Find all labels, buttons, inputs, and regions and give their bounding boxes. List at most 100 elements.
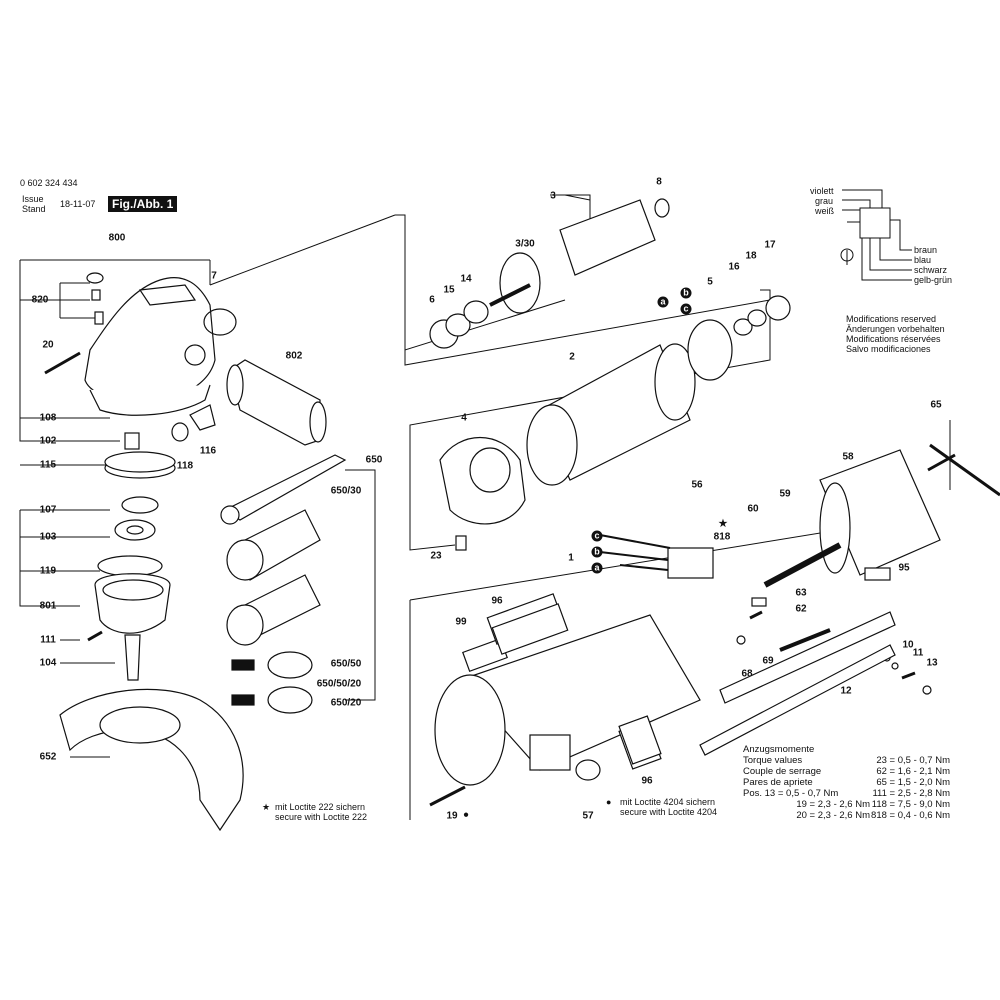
left-bracket-lines: [19, 214, 396, 758]
loctite-222-star-icon: ★: [262, 802, 271, 812]
stand-label: Stand: [22, 204, 46, 214]
part-label: 19: [446, 810, 458, 822]
wire-code-b: b: [680, 287, 692, 299]
date-label: 18-11-07: [60, 199, 96, 209]
part-label: 650/50/20: [316, 678, 362, 690]
part-label: 5: [707, 276, 713, 288]
screw-20: [44, 351, 81, 375]
wire-color-violett: violett: [810, 186, 834, 196]
wire-color-braun: braun: [914, 245, 938, 255]
part-label: 11: [912, 647, 924, 659]
spring-and-plates: [699, 611, 896, 756]
loctite-star-icon: ★: [718, 518, 728, 530]
torque-heading-1: Anzugsmomente: [743, 744, 815, 755]
part-label: 800: [108, 232, 126, 244]
part-label: 3/30: [515, 238, 535, 250]
wire-color-gelb-gruen: gelb-grün: [914, 275, 953, 285]
gear-housing: [84, 277, 216, 416]
modifications-line-3: Modifications réservées: [846, 334, 941, 344]
torque-heading-3: Couple de serrage: [743, 766, 822, 777]
part-label: 62: [795, 603, 807, 615]
part-label: 818: [713, 531, 731, 543]
part-label: 107: [39, 504, 57, 516]
issue-label: Issue: [22, 194, 44, 204]
part-label: 650/30: [330, 485, 362, 497]
wire-color-schwarz: schwarz: [914, 265, 948, 275]
part-label: 56: [691, 479, 703, 491]
part-label: 15: [443, 284, 455, 296]
parts-820: [86, 272, 104, 325]
o-ring-7: [203, 308, 237, 336]
field-2: [526, 319, 733, 486]
part-label: 118: [176, 460, 194, 472]
wire-code-a: a: [591, 562, 603, 574]
part-label: 119: [39, 565, 57, 577]
part-number: 0 602 324 434: [20, 178, 78, 188]
cable-and-sleeve: [763, 443, 1000, 588]
part-label: 111: [40, 634, 56, 646]
torque-row-right: 118 = 7,5 - 9,0 Nm: [871, 799, 950, 810]
wire-code-c: c: [680, 303, 692, 315]
switch-56: [599, 534, 714, 579]
part-label: 65: [930, 399, 942, 411]
stickers: [491, 603, 662, 765]
wire-code-b: b: [591, 546, 603, 558]
part-label: 650: [365, 454, 383, 466]
part-label: 96: [641, 775, 653, 787]
part-label: 68: [741, 668, 753, 680]
part-label: 10: [902, 639, 914, 651]
part-label: 20: [42, 339, 54, 351]
part-label: 18: [745, 250, 757, 262]
wiring-legend-lines: [840, 189, 912, 281]
loctite-4204-line-1: mit Loctite 4204 sichern: [620, 797, 716, 807]
part-label: 6: [429, 294, 435, 306]
torque-row-left: Pos. 13 = 0,5 - 0,7 Nm: [743, 788, 839, 799]
modifications-line-4: Salvo modificaciones: [846, 344, 931, 354]
modifications-line-1: Modifications reserved: [846, 314, 937, 324]
part-label: 57: [582, 810, 594, 822]
accessories-650: [220, 454, 347, 714]
part-label: 13: [926, 657, 938, 669]
end-shield-4: [439, 437, 526, 551]
part-label: 69: [762, 655, 774, 667]
part-label: 115: [39, 459, 57, 471]
part-label: 102: [39, 435, 57, 447]
armature-3: [429, 198, 670, 349]
part-label: 2: [569, 351, 575, 363]
brush-parts: [733, 295, 791, 336]
part-label: 63: [795, 587, 807, 599]
torque-heading-4: Pares de apriete: [743, 777, 813, 788]
part-label: 3: [550, 190, 556, 202]
part-label: 108: [39, 412, 57, 424]
part-label: 59: [779, 488, 791, 500]
torque-row-right: 23 = 0,5 - 0,7 Nm: [876, 755, 950, 766]
part-label: 7: [211, 270, 217, 282]
loctite-222-line-2: secure with Loctite 222: [275, 812, 368, 822]
part-label: 23: [430, 550, 442, 562]
wire-code-c: c: [591, 530, 603, 542]
left-column-parts: [87, 404, 216, 681]
torque-heading-2: Torque values: [743, 755, 803, 766]
torque-row-right: 62 = 1,6 - 2,1 Nm: [876, 766, 950, 777]
part-label: 1: [568, 552, 574, 564]
wire-color-grau: grau: [815, 196, 834, 206]
part-label: 802: [285, 350, 303, 362]
part-label: 60: [747, 503, 759, 515]
torque-row-right: 65 = 1,5 - 2,0 Nm: [876, 777, 950, 788]
part-label: 12: [840, 685, 852, 697]
figure-badge: Fig./Abb. 1: [108, 196, 178, 212]
part-label: 95: [898, 562, 910, 574]
part-label: 17: [764, 239, 776, 251]
part-label: 96: [491, 595, 503, 607]
part-label: 116: [199, 445, 217, 457]
modifications-line-2: Änderungen vorbehalten: [846, 324, 945, 334]
part-label: 820: [31, 294, 49, 306]
handle-802: [226, 359, 327, 446]
part-label: 650/20: [330, 697, 362, 709]
part-label: 4: [461, 412, 467, 424]
torque-row-right: 111 = 2,5 - 2,8 Nm: [872, 788, 950, 799]
torque-row-right: 818 = 0,4 - 0,6 Nm: [871, 810, 950, 821]
part-label: 8: [656, 176, 662, 188]
part-label: 99: [455, 616, 467, 628]
part-label: 801: [39, 600, 57, 612]
